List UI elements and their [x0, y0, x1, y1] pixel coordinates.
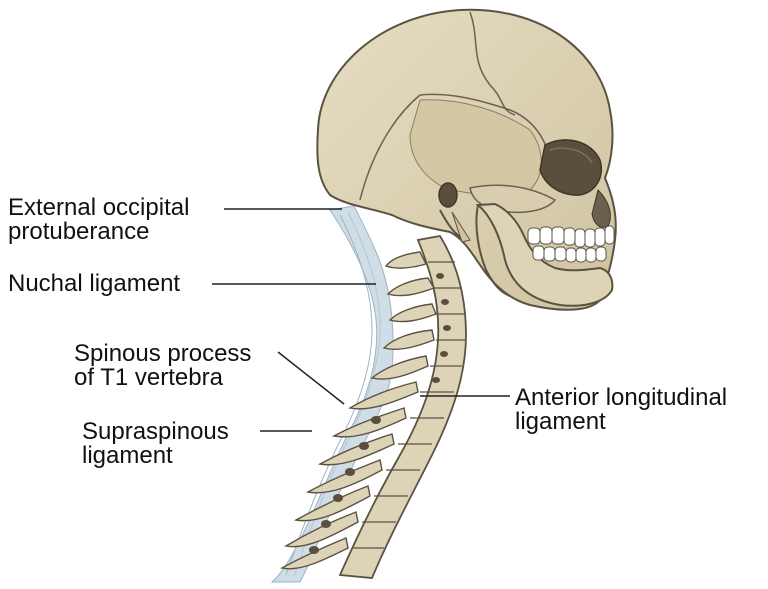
- label-anterior-longitudinal-ligament: Anterior longitudinal ligament: [515, 386, 727, 434]
- teeth: [527, 225, 615, 263]
- leader-spinous: [277, 351, 345, 405]
- label-line: External occipital: [8, 194, 190, 221]
- label-line: of T1 vertebra: [74, 364, 223, 391]
- label-external-occipital-protuberance: External occipital protuberance: [8, 196, 189, 244]
- label-supraspinous-ligament: Supraspinous ligament: [82, 420, 229, 468]
- label-line: protuberance: [8, 218, 150, 245]
- label-nuchal-ligament: Nuchal ligament: [8, 272, 180, 296]
- label-line: Nuchal ligament: [8, 270, 181, 297]
- label-line: Supraspinous: [82, 418, 229, 445]
- vertebral-column: [280, 235, 467, 579]
- label-line: ligament: [515, 408, 606, 435]
- mandible: [475, 202, 614, 307]
- label-line: Spinous process: [74, 340, 252, 367]
- label-line: ligament: [82, 442, 173, 469]
- label-line: Anterior longitudinal: [515, 384, 728, 411]
- label-spinous-process: Spinous process of T1 vertebra: [74, 342, 251, 390]
- leader-lines: [212, 208, 510, 432]
